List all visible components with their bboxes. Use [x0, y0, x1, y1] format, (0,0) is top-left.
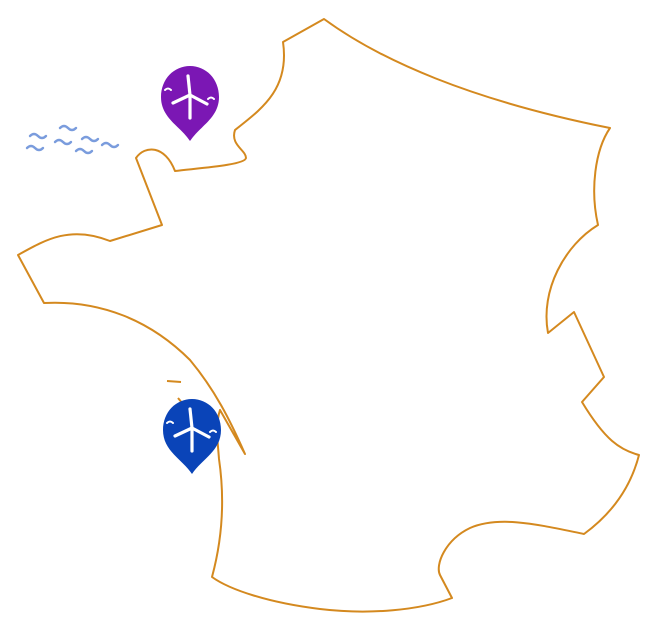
- wind-turbine-marker-2[interactable]: [163, 399, 221, 474]
- wind-turbine-icon: [164, 74, 215, 120]
- wind-turbine-marker-1[interactable]: [161, 66, 219, 141]
- country-outline: [17, 18, 640, 613]
- sea-waves-icon: [25, 124, 120, 155]
- wind-turbine-icon: [166, 407, 217, 453]
- island-shape: [166, 380, 182, 383]
